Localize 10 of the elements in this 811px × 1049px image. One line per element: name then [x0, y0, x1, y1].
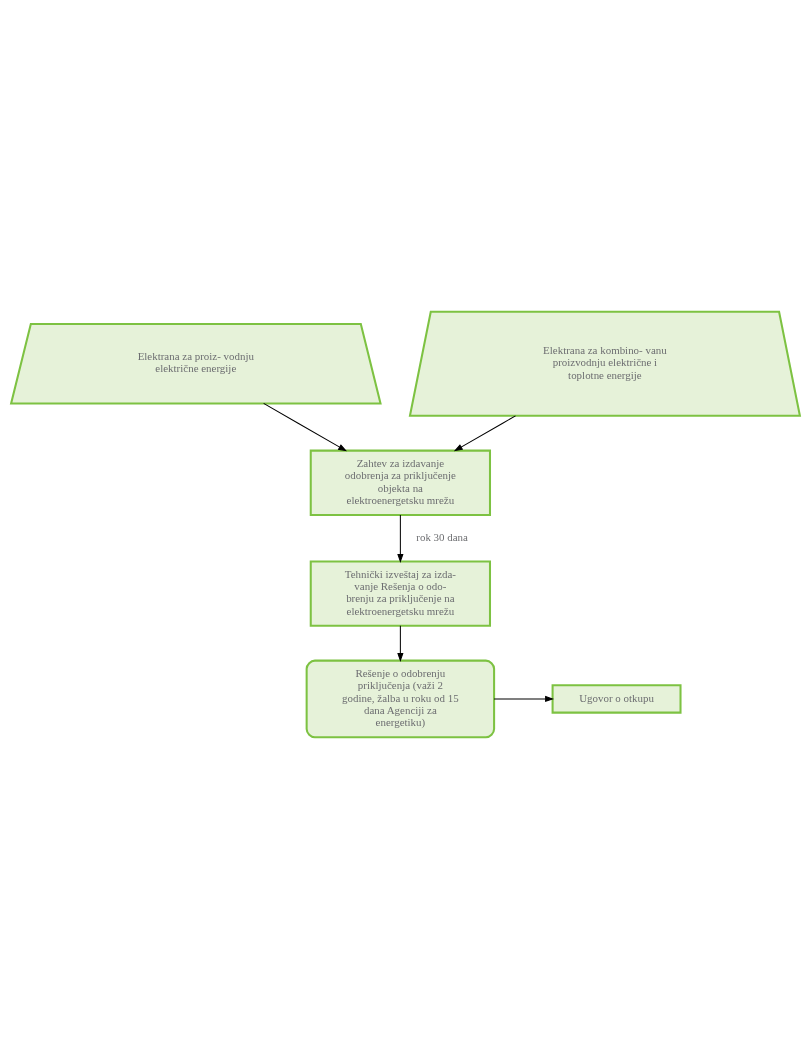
- arrow: [397, 514, 404, 563]
- node-box: Ugovor o otkupu: [551, 684, 682, 714]
- arrow: [453, 415, 516, 452]
- node-box: Tehnički izveštaj za izda- vanje Rešenja o odo- brenju za priključenje na elektroenergetsku mrežu: [309, 560, 491, 627]
- arrow: [493, 695, 554, 703]
- node-box: Zahtev za izdavanje odobrenja za priključenje objekta na elektroenergetsku mrežu: [309, 449, 491, 516]
- arrow: [397, 625, 404, 663]
- node-box: Rešenje o odobrenju priključenja (važi 2 godine, žalba u roku od 15 dana Agenciji za energetiku): [305, 659, 496, 739]
- arrow: [263, 402, 347, 452]
- edge-label: rok 30 dana: [416, 530, 468, 543]
